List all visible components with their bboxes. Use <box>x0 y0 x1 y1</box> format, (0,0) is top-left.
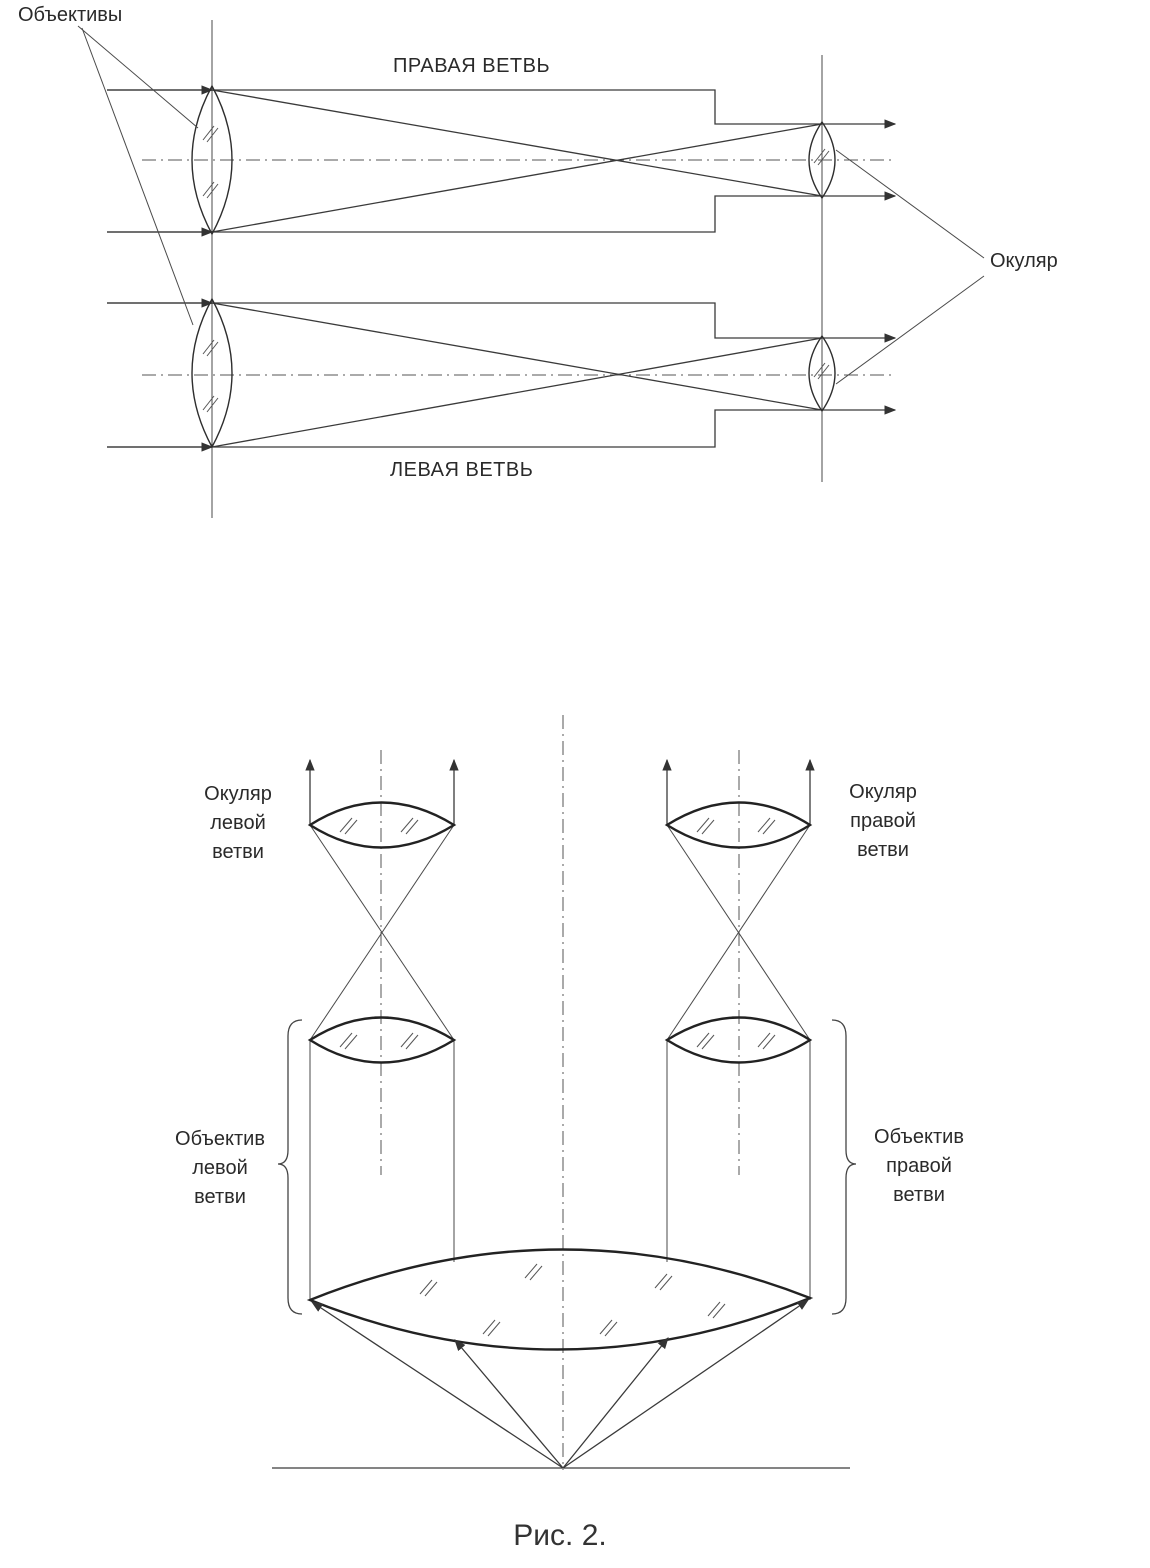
upper-objective-lens <box>191 84 233 236</box>
svg-text:правой: правой <box>850 810 916 832</box>
upper-eyepiece-lens <box>808 120 836 200</box>
lower-objective-lens <box>191 297 233 449</box>
top-diagram: Объективы ПРАВАЯ ВЕТВЬ ЛЕВАЯ ВЕТВЬ Окуля… <box>18 4 1058 518</box>
svg-text:ветви: ветви <box>857 839 909 861</box>
objectives-leader-lines <box>77 25 199 326</box>
lower-eyepiece-lens <box>808 334 836 413</box>
objective-right-label: Объектив правой ветви <box>874 1126 964 1206</box>
svg-text:ветви: ветви <box>212 841 264 863</box>
right-branch-rays <box>662 758 815 1300</box>
svg-text:левой: левой <box>210 812 266 834</box>
objectives-label: Объективы <box>18 4 122 26</box>
svg-text:правой: правой <box>886 1155 952 1177</box>
objective-left-label: Объектив левой ветви <box>175 1128 265 1208</box>
eyepiece-label: Окуляр <box>990 250 1058 272</box>
right-objective-brace <box>831 1019 857 1315</box>
bottom-diagram: Окуляр левой ветви Окуляр правой ветви О… <box>175 715 964 1470</box>
svg-text:ветви: ветви <box>194 1186 246 1208</box>
eyepiece-left-label: Окуляр левой ветви <box>204 783 272 863</box>
upper-branch-rays <box>107 85 897 237</box>
left-objective-upper-lens <box>307 1016 457 1064</box>
eyepiece-right-label: Окуляр правой ветви <box>849 781 917 861</box>
left-branch-rays <box>305 758 459 1300</box>
object-point-rays <box>311 1299 809 1469</box>
right-branch-label: ПРАВАЯ ВЕТВЬ <box>393 55 550 77</box>
left-branch-label: ЛЕВАЯ ВЕТВЬ <box>390 459 533 481</box>
common-objective-lens <box>306 1248 814 1351</box>
right-objective-upper-lens <box>664 1016 813 1064</box>
svg-text:ветви: ветви <box>893 1184 945 1206</box>
svg-text:левой: левой <box>192 1157 248 1179</box>
eyepiece-leader-lines <box>835 149 985 385</box>
svg-text:Объектив: Объектив <box>175 1128 265 1150</box>
right-eyepiece-lens <box>664 801 813 849</box>
svg-text:Объектив: Объектив <box>874 1126 964 1148</box>
svg-text:Окуляр: Окуляр <box>204 783 272 805</box>
figure-caption: Рис. 2. <box>513 1519 606 1552</box>
svg-text:Окуляр: Окуляр <box>849 781 917 803</box>
lower-branch-rays <box>107 298 897 452</box>
left-objective-brace <box>277 1019 303 1315</box>
left-eyepiece-lens <box>307 801 457 849</box>
